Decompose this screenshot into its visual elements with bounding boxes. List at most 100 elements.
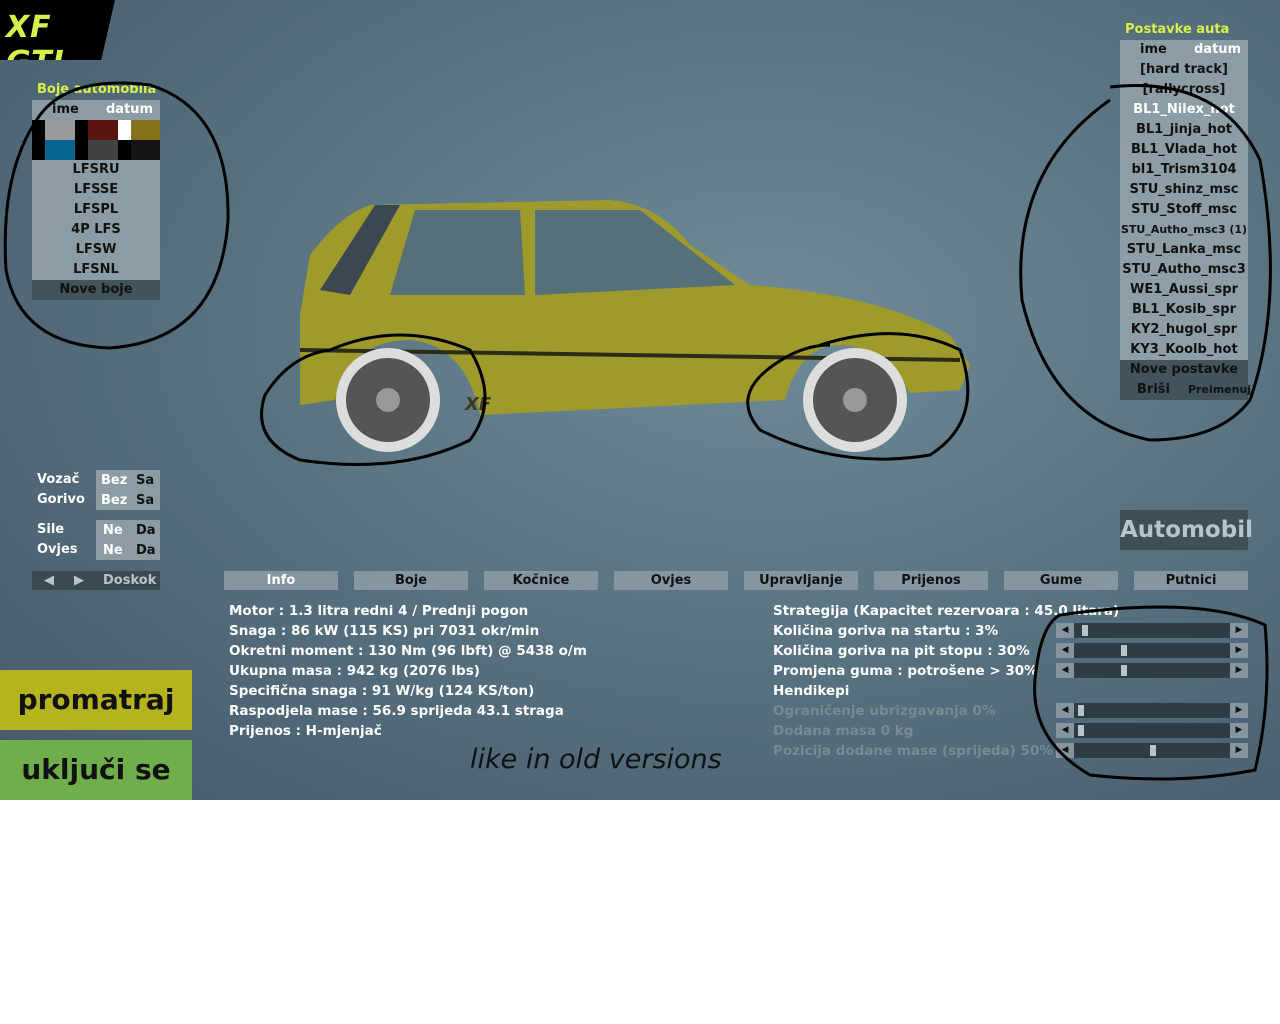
col-name[interactable]: ime xyxy=(1140,42,1167,57)
setups-heading: Postavke auta xyxy=(1125,22,1230,37)
slider-knob[interactable] xyxy=(1078,705,1084,716)
handicaps-heading: Hendikepi xyxy=(773,683,850,699)
slider-right-arrow-icon[interactable]: ▶ xyxy=(1230,663,1248,678)
color-item[interactable]: LFSPL xyxy=(73,202,119,217)
setup-item[interactable]: STU_shinz_msc xyxy=(1129,182,1239,197)
driver-with[interactable]: Sa xyxy=(136,473,155,488)
tab-info[interactable]: Info xyxy=(224,571,338,590)
tab-suspension[interactable]: Ovjes xyxy=(614,571,728,590)
fuel-with[interactable]: Sa xyxy=(136,493,155,508)
circle-annotation xyxy=(1033,605,1269,781)
fuel-label: Gorivo xyxy=(37,492,85,507)
delete-setup-button[interactable]: Briši xyxy=(1137,382,1170,397)
slider-knob[interactable] xyxy=(1078,725,1084,736)
setups-panel: ime datum [hard track] [rallycross] BL1_N… xyxy=(1120,40,1252,400)
value-slider[interactable]: ◀▶ xyxy=(1056,743,1248,758)
info-line: Ukupna masa : 942 kg (2076 lbs) xyxy=(229,663,480,679)
tab-transmission[interactable]: Prijenos xyxy=(874,571,988,590)
slider-left-arrow-icon[interactable]: ◀ xyxy=(1056,703,1074,718)
slider-left-arrow-icon[interactable]: ◀ xyxy=(1056,663,1074,678)
new-colors-button[interactable]: Nove boje xyxy=(32,280,160,300)
setup-item[interactable]: WE1_Aussi_spr xyxy=(1130,282,1238,297)
tab-passengers[interactable]: Putnici xyxy=(1134,571,1248,590)
setup-item-selected[interactable]: BL1_Nilex_hot xyxy=(1133,102,1235,117)
slider-knob[interactable] xyxy=(1082,625,1089,636)
setup-item[interactable]: STU_Autho_msc3 xyxy=(1122,262,1246,277)
tab-steering[interactable]: Upravljanje xyxy=(744,571,858,590)
value-slider[interactable]: ◀▶ xyxy=(1056,723,1248,738)
value-slider[interactable]: ◀▶ xyxy=(1056,623,1248,638)
color-item[interactable]: LFSNL xyxy=(73,262,119,277)
value-slider[interactable]: ◀▶ xyxy=(1056,643,1248,658)
colors-panel: ime datum LFSRU LFSSE LFSPL 4P LFS LFSW … xyxy=(32,100,160,300)
strategy-label: Količina goriva na startu : 3% xyxy=(773,623,999,639)
slider-right-arrow-icon[interactable]: ▶ xyxy=(1230,623,1248,638)
fuel-without[interactable]: Bez xyxy=(101,493,128,508)
color-item[interactable]: LFSSE xyxy=(73,182,119,197)
slider-knob[interactable] xyxy=(1121,645,1128,656)
setup-item[interactable]: [rallycross] xyxy=(1142,82,1226,97)
setup-item[interactable]: KY3_Koolb_hot xyxy=(1130,342,1238,357)
new-setup-button[interactable]: Nove postavke xyxy=(1120,360,1248,380)
slider-left-arrow-icon[interactable]: ◀ xyxy=(1056,623,1074,638)
suspension-no[interactable]: Ne xyxy=(103,543,123,558)
color-item[interactable]: LFSW xyxy=(75,242,117,257)
setup-item[interactable]: bl1_Trism3104 xyxy=(1131,162,1237,177)
rename-setup-button[interactable]: Preimenuj xyxy=(1188,383,1252,396)
col-date[interactable]: datum xyxy=(1194,42,1242,57)
forces-suspension-toggles: Ne Da Ne Da xyxy=(96,520,160,560)
slider-left-arrow-icon[interactable]: ◀ xyxy=(1056,723,1074,738)
value-slider[interactable]: ◀▶ xyxy=(1056,703,1248,718)
setup-item[interactable]: BL1_Vlada_hot xyxy=(1130,142,1237,157)
strategy-label: Promjena guma : potrošene > 30% xyxy=(773,663,1038,679)
tab-tyres[interactable]: Gume xyxy=(1004,571,1118,590)
setup-item[interactable]: [hard track] xyxy=(1140,62,1228,77)
circle-annotation xyxy=(1019,84,1272,442)
col-name[interactable]: ime xyxy=(52,102,79,117)
slider-left-arrow-icon[interactable]: ◀ xyxy=(1056,643,1074,658)
join-button[interactable]: uključi se xyxy=(0,740,192,800)
forces-no[interactable]: Ne xyxy=(103,523,123,538)
slider-right-arrow-icon[interactable]: ▶ xyxy=(1230,723,1248,738)
suspension-yes[interactable]: Da xyxy=(136,543,156,558)
tab-brakes[interactable]: Kočnice xyxy=(484,571,598,590)
setup-item[interactable]: STU_Stoff_msc xyxy=(1131,202,1237,217)
spectate-button[interactable]: promatraj xyxy=(0,670,192,730)
prev-arrow-icon[interactable]: ◀ xyxy=(44,573,54,588)
forces-label: Sile xyxy=(37,522,65,537)
circle-annotation xyxy=(3,81,230,350)
hand-drawn-circles xyxy=(3,81,1272,781)
car-info: Motor : 1.3 litra redni 4 / Prednji pogo… xyxy=(229,601,587,741)
forces-yes[interactable]: Da xyxy=(136,523,156,538)
annotation-text: like in old versions xyxy=(470,744,722,775)
info-line: Motor : 1.3 litra redni 4 / Prednji pogo… xyxy=(229,603,529,619)
slider-right-arrow-icon[interactable]: ▶ xyxy=(1230,643,1248,658)
circle-annotation xyxy=(746,332,970,461)
col-date[interactable]: datum xyxy=(106,102,154,117)
color-swatches xyxy=(32,120,160,160)
setup-item[interactable]: BL1_Kosib_spr xyxy=(1132,302,1236,317)
driver-without[interactable]: Bez xyxy=(101,473,128,488)
setup-item[interactable]: BL1_jinja_hot xyxy=(1135,122,1233,137)
handicap-label: Ograničenje ubrizgavanja 0% xyxy=(773,703,996,719)
driver-label: Vozač xyxy=(37,472,80,487)
car-title-text: XF GTI xyxy=(6,10,65,80)
slider-right-arrow-icon[interactable]: ▶ xyxy=(1230,743,1248,758)
info-line: Snaga : 86 kW (115 KS) pri 7031 okr/min xyxy=(229,623,540,639)
color-item[interactable]: LFSRU xyxy=(72,162,120,177)
slider-knob[interactable] xyxy=(1150,745,1156,756)
setup-item[interactable]: KY2_hugol_spr xyxy=(1130,322,1238,337)
slider-knob[interactable] xyxy=(1121,665,1128,676)
setup-item[interactable]: STU_Lanka_msc xyxy=(1126,242,1242,257)
tab-colors[interactable]: Boje xyxy=(354,571,468,590)
info-line: Prijenos : H-mjenjač xyxy=(229,723,382,739)
next-arrow-icon[interactable]: ▶ xyxy=(74,573,84,588)
automobile-button[interactable]: Automobil xyxy=(1120,510,1253,550)
game-screen: XF GTI XF Boje automobila ime datum LFSR… xyxy=(0,0,1280,800)
setup-item[interactable]: STU_Autho_msc3 (1) xyxy=(1120,223,1248,236)
info-line: Okretni moment : 130 Nm (96 lbft) @ 5438… xyxy=(229,643,587,659)
value-slider[interactable]: ◀▶ xyxy=(1056,663,1248,678)
slider-right-arrow-icon[interactable]: ▶ xyxy=(1230,703,1248,718)
strategy-heading: Strategija (Kapacitet rezervoara : 45.0 … xyxy=(773,603,1120,619)
color-item[interactable]: 4P LFS xyxy=(71,222,121,237)
